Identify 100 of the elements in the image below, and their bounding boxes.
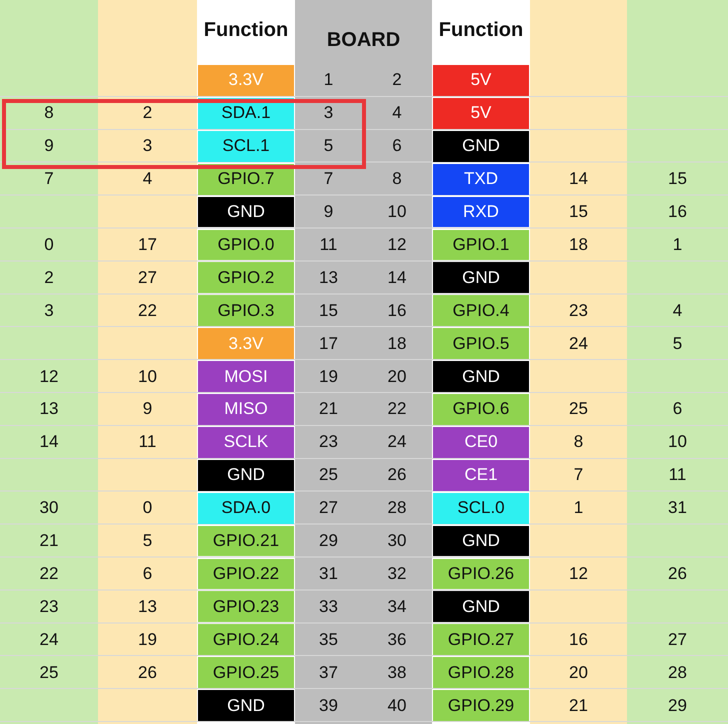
board-pin-number: 35: [318, 628, 339, 651]
pin-number: 5: [672, 332, 684, 355]
pin-number: 10: [137, 366, 158, 388]
board-pin-number: 27: [318, 497, 339, 520]
pin-number: 4: [672, 300, 684, 322]
board-pin-number: 16: [386, 300, 408, 322]
column-header: Function: [438, 18, 524, 42]
pin-number: 10: [667, 431, 688, 454]
board-pin-number: 37: [318, 662, 339, 684]
column-header: Function: [202, 18, 290, 42]
pin-function-label: GPIO.3: [198, 295, 294, 326]
pin-function-label: GPIO.29: [433, 690, 529, 721]
pin-number: 7: [43, 168, 55, 190]
pin-number: 0: [142, 497, 154, 520]
pin-function-label: GND: [433, 361, 529, 392]
pin-number: 1: [672, 234, 684, 256]
pin-function-label: RXD: [433, 196, 529, 228]
pin-number: 30: [38, 497, 60, 520]
board-pin-number: 18: [386, 332, 408, 355]
pin-number: 16: [667, 201, 688, 224]
board-pin-number: 33: [318, 596, 339, 618]
pin-number: 16: [568, 628, 589, 651]
pin-number: 6: [672, 398, 684, 420]
board-pin-number: 24: [386, 431, 408, 454]
pin-number: 21: [38, 530, 60, 552]
pin-function-label: GND: [433, 130, 529, 162]
pin-function-label: MISO: [198, 394, 294, 425]
pin-number: 13: [38, 398, 60, 420]
pin-function-label: CE0: [433, 426, 529, 458]
pin-number: 22: [38, 562, 60, 585]
board-pin-number: 28: [386, 497, 408, 520]
pin-function-label: GPIO.26: [433, 558, 529, 590]
pin-function-label: GND: [198, 196, 294, 228]
pin-function-label: SCL.1: [198, 130, 294, 162]
board-pin-number: 5: [322, 135, 334, 158]
board-pin-number: 26: [386, 464, 408, 486]
pin-function-label: GPIO.5: [433, 328, 529, 360]
pin-number: 0: [43, 234, 55, 256]
pin-function-label: 3.3V: [198, 65, 294, 96]
board-pin-number: 29: [318, 530, 339, 552]
pin-number: 8: [572, 431, 584, 454]
pin-function-label: GPIO.6: [433, 394, 529, 425]
pin-function-label: GND: [433, 591, 529, 622]
board-pin-number: 11: [318, 234, 338, 256]
pin-number: 24: [568, 332, 589, 355]
pin-function-label: MOSI: [198, 361, 294, 392]
pin-function-label: GPIO.24: [198, 624, 294, 656]
pin-number: 26: [137, 662, 158, 684]
pin-number: 1: [572, 497, 584, 520]
pin-function-label: GPIO.23: [198, 591, 294, 622]
board-pin-number: 17: [318, 332, 339, 355]
pin-number: 2: [43, 266, 55, 289]
board-pin-number: 32: [386, 562, 408, 585]
pin-function-label: GPIO.28: [433, 657, 529, 688]
pin-function-label: SDA.0: [198, 492, 294, 524]
board-pin-number: 40: [386, 694, 408, 717]
pin-number: 24: [38, 628, 60, 651]
pin-function-label: GPIO.25: [198, 657, 294, 688]
pin-number: 6: [142, 562, 154, 585]
pin-function-label: GPIO.27: [433, 624, 529, 656]
pin-number: 2: [142, 102, 154, 124]
pin-function-label: 5V: [433, 98, 529, 129]
board-pin-number: 21: [318, 398, 339, 420]
pin-function-label: TXD: [433, 164, 529, 195]
pin-number: 31: [667, 497, 688, 520]
pin-function-label: GPIO.21: [198, 526, 294, 556]
pin-number: 3: [142, 135, 154, 158]
pin-number: 14: [38, 431, 60, 454]
board-pin-number: 14: [386, 266, 408, 289]
pin-number: 19: [137, 628, 158, 651]
pin-number: 11: [138, 431, 158, 454]
pin-number: 22: [137, 300, 158, 322]
pin-number: 7: [572, 464, 584, 486]
pin-number: 25: [38, 662, 60, 684]
pin-function-label: 3.3V: [198, 328, 294, 360]
pin-number: 20: [568, 662, 589, 684]
pin-number: 18: [568, 234, 589, 256]
pin-number: 23: [38, 596, 60, 618]
pin-function-label: SCLK: [198, 426, 294, 458]
pin-function-label: GND: [433, 262, 529, 294]
pin-number: 9: [142, 398, 154, 420]
pin-function-label: GPIO.0: [198, 230, 294, 260]
board-pin-number: 39: [318, 694, 339, 717]
board-pin-number: 19: [318, 366, 339, 388]
board-pin-number: 4: [391, 102, 403, 124]
pin-number: 12: [568, 562, 589, 585]
pin-number: 26: [667, 562, 688, 585]
board-pin-number: 3: [322, 102, 334, 124]
pin-number: 9: [43, 135, 55, 158]
pin-function-label: GND: [198, 460, 294, 491]
pin-number: 27: [667, 628, 688, 651]
pin-function-label: CE1: [433, 460, 529, 491]
board-pin-number: 22: [386, 398, 408, 420]
column-header: BOARD: [326, 28, 402, 52]
pin-function-label: GPIO.2: [198, 262, 294, 294]
board-pin-number: 12: [386, 234, 408, 256]
pin-function-label: GND: [198, 690, 294, 721]
board-pin-number: 13: [318, 266, 339, 289]
board-pin-number: 6: [391, 135, 403, 158]
board-pin-number: 38: [386, 662, 408, 684]
